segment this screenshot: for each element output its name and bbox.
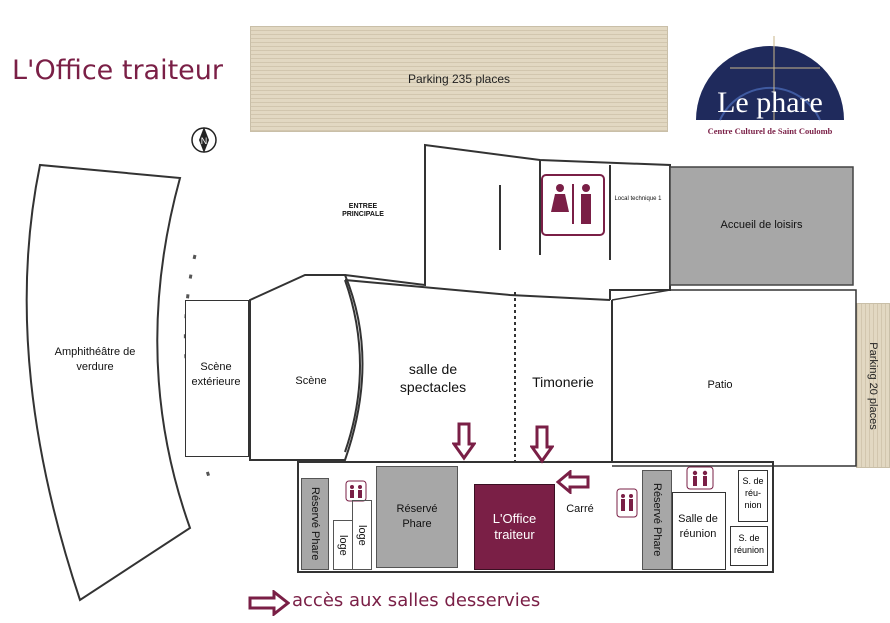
room-amphitheatre: Amphithéâtre de verdure <box>54 346 136 373</box>
entrance-label: ENTREE PRINCIPALE <box>342 203 384 219</box>
parking-main: Parking 235 places <box>250 26 668 132</box>
room-scene: Scène <box>295 375 327 387</box>
restroom-icon-far-right <box>686 466 714 490</box>
room-accueil: Accueil de loisirs <box>720 219 803 231</box>
room-loge-2-label: loge <box>356 524 368 546</box>
logo-graphic: Le phare Centre Culturel de Saint Coulom… <box>696 36 844 136</box>
legend-text: accès aux salles desservies <box>292 590 541 611</box>
room-patio: Patio <box>707 379 733 391</box>
access-arrow-down-2 <box>530 425 554 464</box>
parking-side: Parking 20 places <box>856 303 890 468</box>
legend-arrow-icon <box>248 590 290 616</box>
room-loge-1-label: loge <box>337 534 349 556</box>
room-reserve-left-label: Réservé Phare <box>309 487 321 561</box>
room-timonerie: Timonerie <box>532 374 594 390</box>
page-title: L'Office traiteur <box>12 55 224 86</box>
logo: Le phare Centre Culturel de Saint Coulom… <box>690 28 850 140</box>
room-s-reunion-1: S. de réu-nion <box>738 470 768 522</box>
room-s-reunion-2-label: S. de réunion <box>733 533 765 556</box>
room-s-reunion-2: S. de réunion <box>730 526 768 566</box>
room-office-traiteur: L'Office traiteur <box>474 484 555 570</box>
room-salle-spectacles: salle de spectacles <box>399 361 467 396</box>
room-carre: Carré <box>566 503 594 515</box>
room-salle-reunion: Salle de réunion <box>678 513 718 540</box>
room-s-reunion-1-label: S. de réu-nion <box>742 476 764 511</box>
logo-text: Le phare <box>717 86 823 119</box>
scene-exterieure-box <box>185 300 249 457</box>
room-scene-exterieure: Scène extérieure <box>191 361 241 388</box>
room-reserve-left: Réservé Phare <box>301 478 329 570</box>
local-technique-label: Local technique 1 <box>614 196 662 202</box>
restroom-icon <box>551 184 591 224</box>
salle-reunion-box <box>672 492 726 570</box>
svg-text:N: N <box>201 136 208 146</box>
room-loge-2: loge <box>352 500 372 570</box>
room-reserve-phare: Réservé Phare <box>376 466 458 568</box>
room-reserve-right: Réservé Phare <box>642 470 672 570</box>
restroom-icon-right <box>616 488 638 518</box>
restroom-box <box>541 174 605 236</box>
logo-subtitle: Centre Culturel de Saint Coulomb <box>708 126 833 136</box>
room-loge-1: loge <box>333 520 353 570</box>
access-arrow-down-1 <box>452 422 476 461</box>
compass-icon: N <box>191 127 217 153</box>
room-reserve-right-label: Réservé Phare <box>651 483 663 557</box>
parking-main-label: Parking 235 places <box>407 72 511 86</box>
room-office-traiteur-label: L'Office traiteur <box>492 510 537 542</box>
restroom-icon-small <box>345 480 367 502</box>
room-reserve-phare-label: Réservé Phare <box>396 503 438 530</box>
access-arrow-left <box>556 470 590 494</box>
